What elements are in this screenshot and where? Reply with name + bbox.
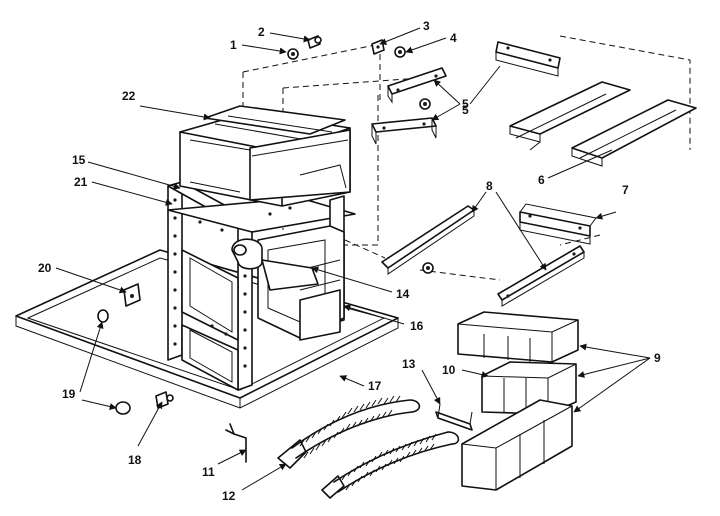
terminal-tube: [231, 238, 319, 291]
callout-10: 10: [442, 363, 456, 377]
callout-21: 21: [74, 175, 88, 189]
side-trays: [495, 41, 697, 167]
callout-1: 1: [230, 38, 237, 52]
bracket-set-5: [371, 67, 447, 145]
bracket-7: [519, 203, 597, 245]
callout-13: 13: [402, 357, 416, 371]
callout-numbers: 1 2 3 4 5 5 6 7 8 9 10 11 12 13 14 15 16…: [38, 19, 661, 503]
callout-4: 4: [450, 31, 457, 45]
callout-11: 11: [202, 465, 215, 479]
fasteners-top: [287, 35, 406, 60]
callout-2: 2: [258, 25, 265, 39]
callout-17: 17: [368, 379, 382, 393]
callout-14: 14: [396, 287, 410, 301]
callout-5-bottom: 5: [462, 103, 469, 117]
callout-8: 8: [486, 179, 493, 193]
callout-22: 22: [122, 89, 136, 103]
callout-3: 3: [423, 19, 430, 33]
callout-7: 7: [622, 183, 629, 197]
callout-20: 20: [38, 261, 52, 275]
insulation-block: [179, 105, 351, 207]
leader-lines: [55, 27, 651, 491]
callout-19: 19: [62, 387, 76, 401]
callout-16: 16: [410, 319, 424, 333]
callout-18: 18: [128, 453, 142, 467]
callout-12: 12: [222, 489, 236, 503]
callout-15: 15: [72, 153, 86, 167]
callout-9: 9: [654, 351, 661, 365]
callout-6: 6: [538, 173, 545, 187]
callout-5-top: 5: [462, 97, 469, 111]
heating-elements: [277, 395, 473, 499]
bricks: [457, 311, 579, 491]
